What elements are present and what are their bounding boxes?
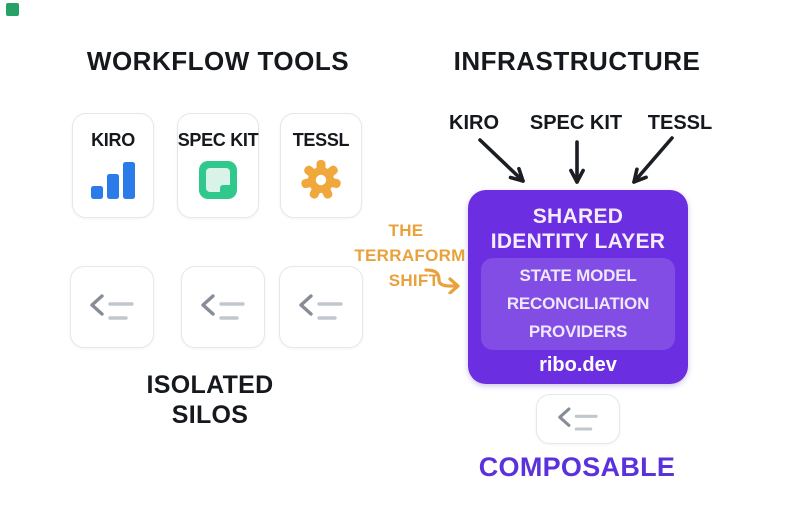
caption-line: ISOLATED — [146, 371, 274, 399]
code-icon — [299, 294, 343, 320]
ribo-dev-label: ribo.dev — [539, 354, 617, 376]
shift-label-shift: SHIFT — [388, 271, 440, 290]
workflow-tools-title: WORKFLOW TOOLS — [86, 46, 350, 76]
isolated-silos-caption: ISOLATED SILOS — [110, 370, 310, 430]
label-arrows — [440, 134, 720, 190]
silo-card — [279, 266, 363, 348]
composable-caption: COMPOSABLE — [478, 452, 676, 482]
box-title-line: SHARED — [532, 205, 624, 228]
infra-label-kiro: KIRO — [449, 112, 499, 134]
tool-card-kiro: KIRO — [72, 113, 154, 218]
gear-icon — [299, 151, 343, 217]
box-title-line: IDENTITY LAYER — [490, 230, 666, 253]
tool-card-spec-kit: SPEC KIT — [177, 113, 259, 218]
identity-layer-item: STATE MODEL — [519, 266, 637, 285]
tool-card-label: TESSL — [292, 130, 350, 150]
infrastructure-title: INFRASTRUCTURE — [453, 46, 701, 76]
identity-layer-item: RECONCILIATION — [506, 294, 650, 313]
elbow-right-arrow — [424, 268, 466, 294]
infra-label-tessl: TESSL — [647, 112, 713, 134]
identity-layer-item: PROVIDERS — [528, 322, 628, 341]
silo-card — [70, 266, 154, 348]
shift-label-the: THE — [388, 221, 424, 240]
shared-identity-layer-box: SHARED IDENTITY LAYER STATE MODEL RECONC… — [468, 190, 688, 384]
shared-identity-layer-title: SHARED IDENTITY LAYER — [468, 204, 688, 254]
tool-card-tessl: TESSL — [280, 113, 362, 218]
caption-line: SILOS — [171, 401, 249, 429]
code-icon — [201, 294, 245, 320]
silo-card — [181, 266, 265, 348]
infra-label-spec-kit: SPEC KIT — [529, 112, 623, 134]
brand-square — [6, 3, 19, 16]
identity-layer-items-panel: STATE MODEL RECONCILIATION PROVIDERS — [481, 258, 675, 350]
tool-card-label: KIRO — [91, 130, 135, 150]
tool-card-label: SPEC KIT — [177, 130, 259, 150]
shift-label-terraform: TERRAFORM — [354, 246, 466, 265]
bar-chart-icon — [90, 151, 136, 217]
code-icon — [558, 407, 598, 431]
code-icon — [90, 294, 134, 320]
composable-card — [536, 394, 620, 444]
note-icon — [198, 151, 238, 217]
